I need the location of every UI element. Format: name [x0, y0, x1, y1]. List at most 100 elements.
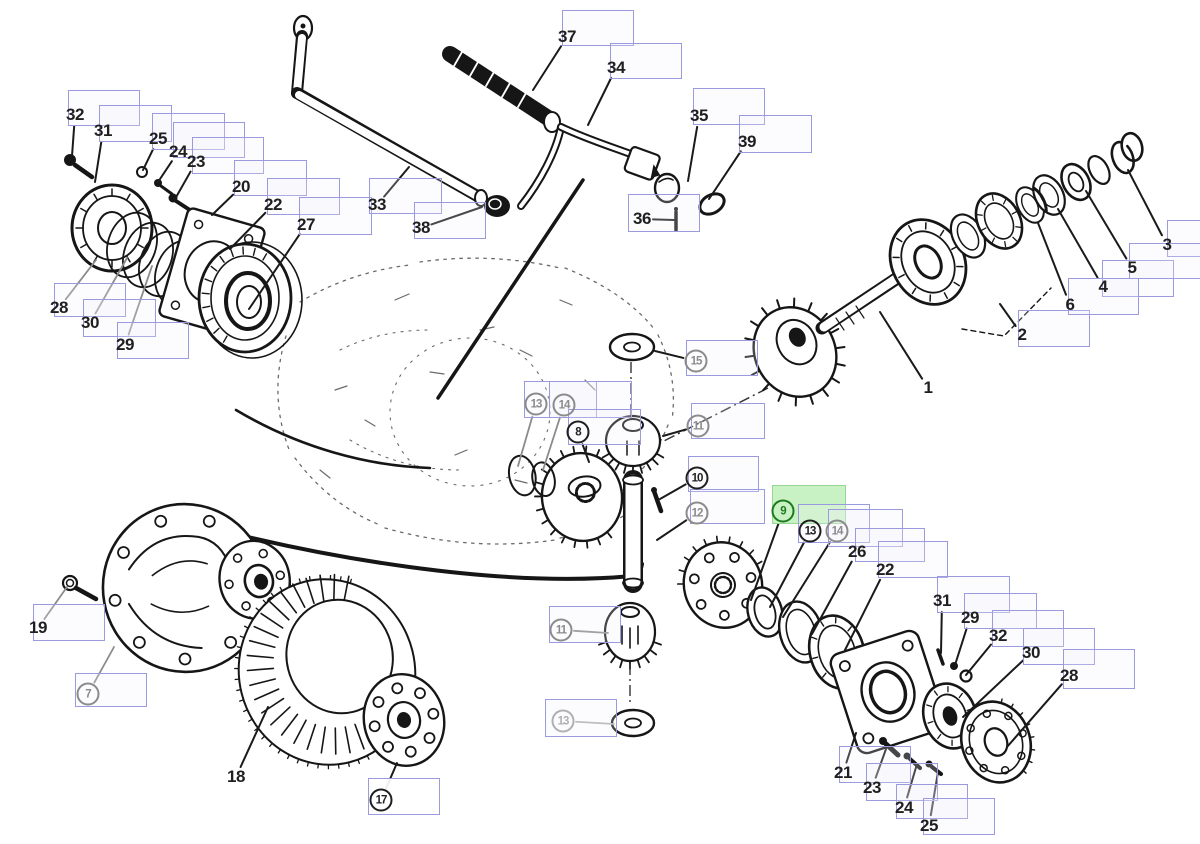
leader-28a: [64, 259, 97, 301]
callout-13c: 13: [551, 709, 575, 733]
part-bolt-25r: [925, 760, 943, 776]
part-carrier-7: [101, 502, 291, 674]
hotspot-38[interactable]: [414, 202, 486, 239]
callout-13b: 13: [798, 519, 822, 543]
hotspot-23b[interactable]: [866, 763, 938, 801]
callout-14a: 14: [552, 393, 576, 417]
callout-30a: 30: [81, 313, 99, 332]
upper-curve: [234, 408, 432, 470]
hotspot-31a[interactable]: [99, 105, 172, 142]
callout-8: 8: [566, 420, 590, 444]
part-oval-ring-top: [1120, 131, 1144, 163]
part-side-gear-8: [534, 445, 624, 549]
hotspot-28b[interactable]: [1063, 649, 1135, 689]
leader-37: [532, 45, 563, 91]
leader-29a: [127, 265, 153, 336]
hotspot-19[interactable]: [33, 604, 105, 641]
hotspot-39[interactable]: [739, 115, 812, 153]
leader-9: [750, 522, 780, 601]
part-cross-shaft-12: [622, 470, 644, 593]
leader-18: [239, 706, 269, 768]
part-flange-17: [362, 673, 446, 767]
part-lock-pin-10: [651, 487, 664, 514]
part-washer-stack: [1015, 154, 1111, 224]
callout-21: 21: [834, 763, 852, 782]
callout-34: 34: [607, 58, 625, 77]
leader-28b: [1006, 683, 1063, 748]
hotspot-24b[interactable]: [896, 784, 968, 819]
hotspot-5[interactable]: [1129, 243, 1200, 279]
leader-33: [383, 166, 410, 198]
hotspot-27[interactable]: [299, 197, 372, 235]
leader-23a: [174, 170, 192, 200]
callout-5: 5: [1127, 258, 1137, 277]
leader-24b: [906, 763, 918, 799]
hotspot-29a[interactable]: [117, 322, 189, 359]
hotspot-23a[interactable]: [192, 137, 264, 174]
part-detent-plug-35: [653, 172, 681, 204]
part-pin-31: [936, 648, 945, 666]
leader-36: [651, 218, 675, 221]
hotspot-33[interactable]: [369, 178, 442, 214]
leader-32a: [71, 124, 76, 157]
callout-37: 37: [558, 27, 576, 46]
hotspot-34[interactable]: [610, 43, 682, 79]
callout-26: 26: [848, 542, 866, 561]
callout-32a: 32: [66, 105, 84, 124]
callout-4: 4: [1098, 277, 1108, 296]
hotspot-32a[interactable]: [68, 90, 140, 126]
hotspot-36[interactable]: [628, 194, 700, 232]
hotspot-35[interactable]: [693, 88, 765, 125]
callout-11a: 11: [686, 414, 710, 438]
hotspot-30a[interactable]: [83, 299, 156, 337]
hotspot-26[interactable]: [855, 528, 925, 562]
callout-28b: 28: [1060, 666, 1078, 685]
hotspot-3[interactable]: [1167, 220, 1200, 257]
callout-11b: 11: [549, 618, 573, 642]
hotspot-25a[interactable]: [152, 113, 225, 150]
hotspot-25b[interactable]: [923, 798, 995, 835]
callout-18: 18: [227, 767, 245, 786]
hotspot-24a[interactable]: [173, 122, 245, 158]
callout-2: 2: [1017, 325, 1027, 344]
part-splined-shaft-37: [442, 46, 561, 133]
callout-29b: 29: [961, 608, 979, 627]
leader-22a: [229, 211, 267, 250]
hotspot-22b[interactable]: [878, 541, 948, 578]
part-detent-25: [136, 166, 148, 178]
callout-38: 38: [412, 218, 430, 237]
callout-1: 1: [923, 378, 933, 397]
hotspot-30b[interactable]: [1023, 628, 1095, 665]
hotspot-31b[interactable]: [937, 576, 1010, 613]
part-ring-32: [959, 669, 973, 683]
part-bolt-32: [64, 154, 95, 180]
callout-20: 20: [232, 177, 250, 196]
hotspot-2[interactable]: [1018, 310, 1090, 347]
part-pin-36: [674, 207, 678, 232]
callout-36: 36: [633, 209, 651, 228]
leader-11b: [573, 629, 609, 634]
part-lever-33: [291, 14, 488, 207]
part-washer-15: [608, 332, 656, 362]
hotspot-28a[interactable]: [54, 283, 126, 317]
hotspot-29b[interactable]: [964, 593, 1037, 629]
leader-13c: [575, 720, 615, 725]
callout-24a: 24: [169, 142, 187, 161]
callout-22a: 22: [264, 195, 282, 214]
hotspot-22a[interactable]: [267, 178, 340, 215]
leader-30a: [94, 257, 128, 315]
leader-27: [248, 233, 301, 310]
part-spring-29: [106, 211, 206, 307]
hotspot-6[interactable]: [1068, 278, 1139, 315]
leader-8: [581, 443, 590, 463]
callout-25b: 25: [920, 816, 938, 835]
leader-12: [656, 519, 688, 541]
hotspot-37[interactable]: [562, 10, 634, 46]
leader-25a: [142, 147, 155, 171]
hotspot-21[interactable]: [839, 746, 911, 783]
part-bolt-24: [154, 179, 174, 196]
part-retainer-21: [829, 629, 947, 755]
part-knob-38: [484, 195, 510, 217]
leader-32b: [965, 643, 993, 676]
